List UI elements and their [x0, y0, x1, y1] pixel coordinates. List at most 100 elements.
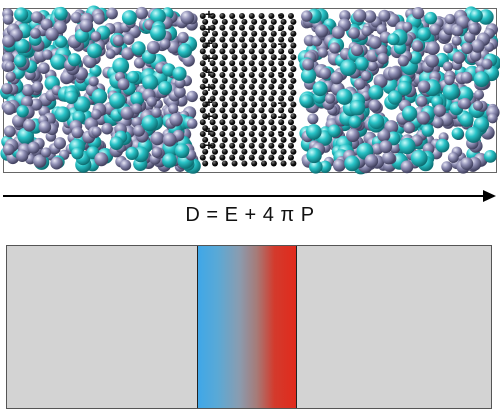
anion-sphere [150, 131, 165, 146]
anion-sphere [400, 160, 414, 174]
cation-sphere [54, 6, 68, 21]
left-ionic-liquid-region [0, 5, 201, 174]
cation-sphere [306, 147, 322, 164]
cation-sphere [465, 126, 482, 143]
electrode-atom [209, 24, 216, 31]
cation-sphere [13, 54, 27, 68]
cation-sphere [16, 105, 29, 118]
electrode-atom [268, 83, 275, 90]
electrode-atom [219, 131, 226, 137]
anion-sphere [23, 119, 36, 132]
electrode-atom [290, 30, 297, 37]
electrode-atom [261, 160, 267, 167]
electrode-atom [288, 154, 294, 161]
cation-sphere [397, 80, 413, 96]
electrode-atom [219, 142, 226, 149]
electrode-atom [261, 30, 267, 37]
electrode-atom [229, 48, 236, 55]
electrode-atom [288, 72, 294, 78]
electrode-atom [278, 83, 285, 90]
electrode-atom [199, 131, 206, 137]
electrode-atom [241, 66, 248, 73]
anion-sphere [83, 55, 97, 69]
anion-sphere [481, 58, 493, 70]
electrode-atom [219, 95, 226, 102]
electrode-atom [290, 42, 297, 49]
anion-sphere [412, 7, 425, 20]
electrode-atom [261, 125, 267, 132]
electrode-atom [270, 113, 277, 120]
electrode-atom [278, 131, 285, 137]
electrode-atom [221, 148, 228, 155]
anion-sphere [91, 126, 102, 137]
electrode-atom [268, 60, 275, 67]
electrode-atom [202, 30, 209, 37]
anion-sphere [30, 28, 41, 39]
electrode-atom [221, 89, 228, 96]
minus-sign: - [277, 108, 283, 125]
minus-sign: - [277, 64, 283, 81]
electrode-atom [268, 13, 275, 19]
electrode-atom [212, 30, 218, 37]
electrode-atom [239, 48, 245, 55]
electrode-atom [209, 154, 216, 161]
electrode-atom [212, 89, 218, 96]
electrode-atom [288, 107, 294, 114]
electrode-atom [280, 148, 287, 155]
cation-sphere [71, 147, 84, 160]
cation-sphere [14, 38, 30, 54]
anion-sphere [174, 86, 186, 98]
cation-sphere [435, 138, 450, 153]
anion-sphere [348, 27, 360, 39]
minus-sign: - [277, 78, 283, 95]
electrode-atom [241, 89, 248, 96]
electrode-atom [241, 77, 248, 84]
cation-sphere [162, 63, 176, 77]
anion-sphere [45, 27, 59, 41]
anion-sphere [444, 13, 456, 25]
anion-sphere [459, 97, 471, 110]
anion-sphere [40, 18, 53, 31]
anion-sphere [33, 154, 47, 168]
cation-sphere [64, 90, 79, 105]
cation-sphere [126, 70, 140, 84]
cation-sphere [50, 53, 67, 70]
electrode-atom [288, 83, 294, 90]
minus-sign: - [277, 122, 283, 139]
cation-sphere [73, 96, 91, 113]
electrode-atom [221, 160, 228, 167]
cation-sphere [451, 127, 464, 140]
electrode-atom [199, 142, 206, 149]
electrode-atom [212, 125, 218, 132]
anion-sphere [319, 67, 332, 80]
anion-sphere [426, 41, 440, 55]
anion-sphere [442, 61, 453, 72]
electrode-atom [280, 18, 287, 25]
electrode-atom [229, 95, 236, 102]
anion-sphere [452, 51, 465, 64]
electrode-atom [231, 18, 238, 25]
electrode-atom [251, 113, 258, 120]
anion-sphere [360, 70, 372, 82]
electrode-atom [258, 60, 265, 67]
electrode-atom [199, 13, 206, 19]
anion-sphere [469, 50, 482, 62]
electrode-atom [268, 107, 275, 114]
electrode-atom [239, 154, 245, 161]
minus-sign: - [277, 20, 283, 37]
electrode-atom [221, 101, 228, 108]
anion-sphere [451, 35, 462, 46]
electrode-atom [229, 131, 236, 137]
cation-sphere [424, 11, 438, 25]
anion-sphere [133, 57, 146, 69]
electrode-atom [270, 30, 277, 37]
anion-sphere [146, 96, 157, 107]
electrode-atom [251, 101, 258, 108]
electrode-atom [251, 18, 258, 25]
cation-sphere [327, 124, 341, 138]
anion-sphere [379, 140, 393, 154]
cation-sphere [125, 146, 139, 160]
electrode-atom [231, 42, 238, 49]
cation-sphere [459, 112, 474, 127]
cation-sphere [421, 124, 434, 137]
